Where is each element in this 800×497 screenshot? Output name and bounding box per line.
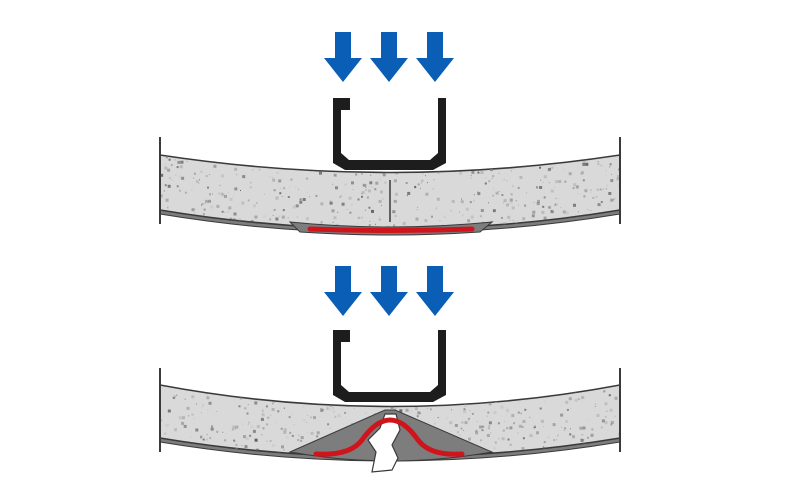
arrow-down-icon <box>370 32 408 82</box>
sealing-strip-bottom <box>313 417 465 457</box>
u-channel-profile-icon <box>333 98 446 170</box>
arrow-down-icon <box>324 32 362 82</box>
load-arrows-top <box>324 32 454 82</box>
panel-bottom <box>159 266 621 473</box>
arrow-down-icon <box>324 266 362 316</box>
sealing-strip-top <box>288 221 494 236</box>
arrow-down-icon <box>416 32 454 82</box>
panel-top <box>159 32 621 236</box>
u-channel-profile-icon <box>333 330 446 402</box>
arrow-down-icon <box>370 266 408 316</box>
load-arrows-bottom <box>324 266 454 316</box>
arrow-down-icon <box>416 266 454 316</box>
